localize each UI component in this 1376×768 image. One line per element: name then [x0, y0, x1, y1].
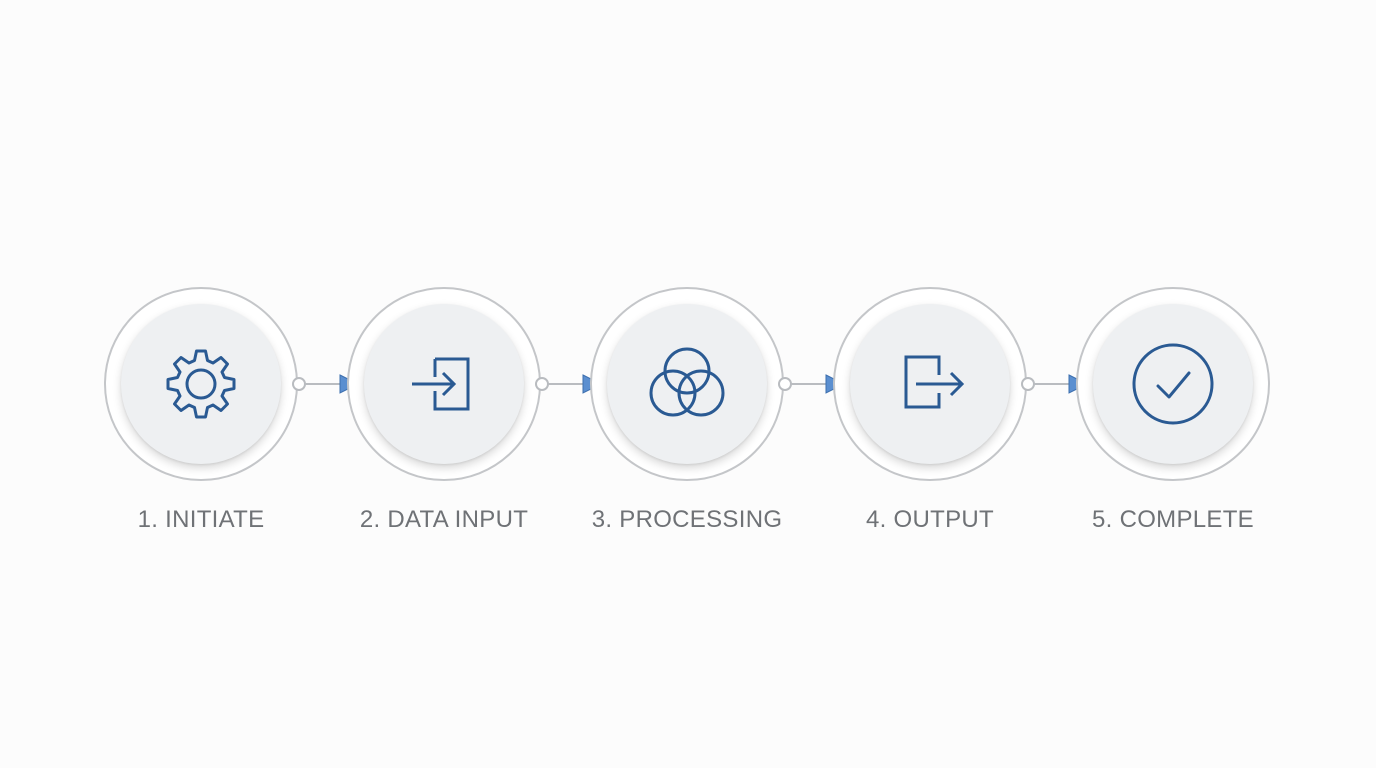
connector-node [778, 377, 792, 391]
connector-node [1021, 377, 1035, 391]
logout-arrow-icon [882, 336, 978, 432]
step-complete [1076, 287, 1270, 481]
step-label-complete: 5. COMPLETE [1091, 506, 1254, 533]
connector-node [292, 377, 306, 391]
connector-3-4 [776, 374, 846, 394]
step-label-processing: 3. PROCESSING [591, 506, 783, 533]
connector-node [535, 377, 549, 391]
overlapping-circles-icon [639, 336, 735, 432]
step-initiate [104, 287, 298, 481]
step-output [833, 287, 1027, 481]
step-disc [1093, 304, 1253, 464]
step-label-output: 4. OUTPUT [865, 506, 995, 533]
step-disc [850, 304, 1010, 464]
step-label-initiate: 1. INITIATE [137, 506, 265, 533]
check-circle-icon [1125, 336, 1221, 432]
step-label-data-input: 2. DATA INPUT [359, 506, 529, 533]
step-data-input [347, 287, 541, 481]
login-arrow-icon [396, 336, 492, 432]
step-disc [607, 304, 767, 464]
gear-icon [153, 336, 249, 432]
step-processing [590, 287, 784, 481]
step-disc [121, 304, 281, 464]
step-disc [364, 304, 524, 464]
